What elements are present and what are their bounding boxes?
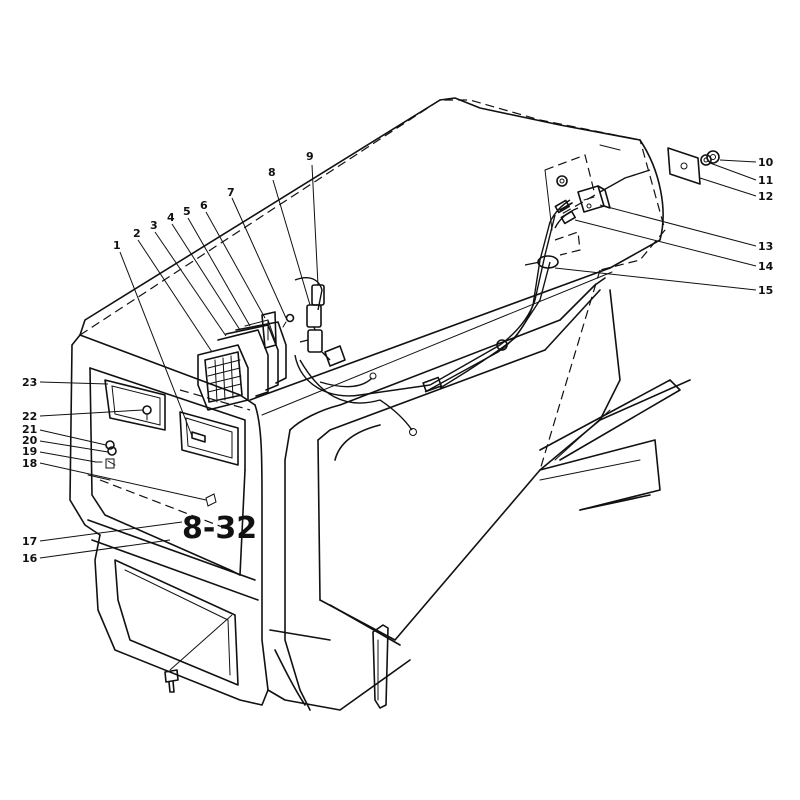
callout-14: 14 [758,260,774,273]
frame-rail [539,379,691,511]
hood-outline [69,97,666,711]
callout-2: 2 [133,227,141,240]
model-decal-text: 8-32 [182,511,257,546]
headlight-lens [197,344,249,411]
wire-connectors [294,277,346,367]
callout-21: 21 [22,423,37,436]
callout-22: 22 [22,410,37,423]
callout-15: 15 [758,284,773,297]
callout-18: 18 [22,457,37,470]
switch-plate [667,147,701,185]
grille-openings [87,379,239,507]
callout-12: 12 [758,190,773,203]
callout-3: 3 [150,219,158,232]
dash-panel [544,144,621,256]
hex-nut-icon [706,150,720,164]
leader-lines [39,159,757,671]
wiring-harness [294,199,579,436]
callout-4: 4 [167,211,175,224]
light-switch [554,169,651,225]
callout-20: 20 [22,434,38,447]
headlight-bracket [261,311,277,349]
screw-icon [282,313,295,328]
lock-washer-icon [700,154,712,166]
callout-labels: 1 2 3 4 5 6 7 8 9 10 11 12 13 14 15 16 1… [22,150,774,565]
callout-8: 8 [268,166,276,179]
callout-13: 13 [758,240,773,253]
callout-19: 19 [22,445,37,458]
callout-23: 23 [22,376,37,389]
callout-9: 9 [306,150,314,163]
callout-16: 16 [22,552,38,565]
callout-11: 11 [758,174,773,187]
callout-17: 17 [22,535,37,548]
callout-5: 5 [183,205,191,218]
callout-1: 1 [113,239,121,252]
callout-7: 7 [227,186,235,199]
callout-10: 10 [758,156,774,169]
bottom-screw-icon [164,669,179,693]
model-decal: 8-32 [182,511,257,546]
callout-6: 6 [200,199,208,212]
mounting-bracket [372,624,389,709]
